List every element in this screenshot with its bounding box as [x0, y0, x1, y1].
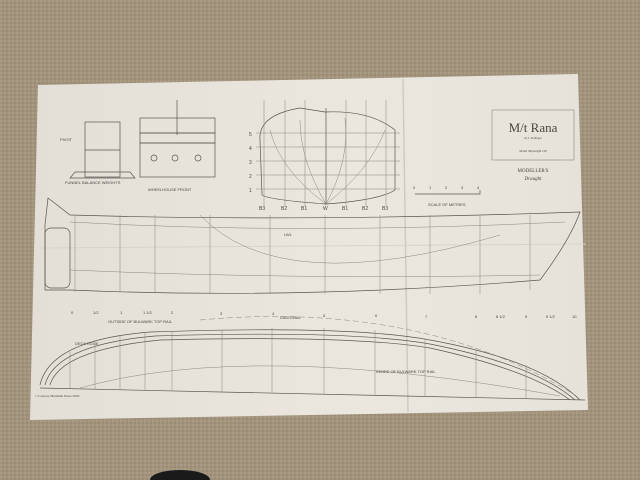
- plan-author: by J. Pottinger: [524, 136, 541, 140]
- plan-label: 2: [249, 174, 252, 180]
- plan-label: 9: [525, 314, 528, 319]
- paper-fold: [39, 243, 587, 249]
- funnel-drawing: PIVOT FUNNEL BALANCE WEIGHTS: [60, 121, 136, 185]
- plan-label: 4: [272, 311, 275, 316]
- plan-label: 2: [445, 185, 448, 190]
- plan-label: 1: [429, 185, 432, 190]
- logo-text: Draught: [524, 177, 543, 182]
- plan-label: 7: [425, 314, 428, 319]
- plan-label: 1 1/2: [143, 310, 153, 315]
- plan-label: 0: [413, 185, 416, 190]
- plan-label: 2: [171, 310, 174, 315]
- plan-label: 4: [477, 185, 480, 190]
- plan-label: 6: [375, 313, 378, 318]
- lwl-label: LWL: [284, 232, 293, 237]
- profile-plan: LWL: [44, 197, 581, 294]
- plan-label: 1: [249, 188, 252, 194]
- plan-label: 5: [249, 132, 252, 138]
- plan-label: B2: [281, 206, 287, 212]
- plan-label: 1: [120, 310, 123, 315]
- plan-label: W: [323, 206, 328, 212]
- plan-label: B3: [382, 206, 388, 212]
- plan-label: 9 1/2: [546, 314, 556, 319]
- plan-label: 8: [475, 314, 478, 319]
- plan-label: 0: [71, 310, 74, 315]
- deck-plan: DECK EDGE OUTSIDE OF BULWARK TOP RAIL DI…: [39, 315, 586, 401]
- pivot-label: PIVOT: [60, 137, 73, 142]
- station-numbers: 0 1/2 1 1 1/2 2 3 4 5 6 7 8 8 1/2 9 9 1/…: [71, 310, 577, 319]
- shoe: [150, 470, 210, 480]
- body-plan: 5 4 3 2 1 B3 B2 B1 W B1 B2 B3: [249, 100, 400, 212]
- plan-label: 3: [249, 160, 252, 166]
- plan-label: 5: [323, 313, 326, 318]
- logo-text: MODELLER'S: [518, 169, 549, 174]
- plan-label: 10: [572, 314, 577, 319]
- plan-reference: Model Shipwright 128: [519, 149, 547, 153]
- wheelhouse-label: WHEELHOUSE FRONT: [148, 187, 192, 192]
- plan-label: 4: [249, 146, 252, 152]
- wheelhouse-drawing: WHEELHOUSE FRONT: [139, 100, 216, 192]
- plan-label: 3: [220, 311, 223, 316]
- plan-label: 1/2: [93, 310, 99, 315]
- plan-label: B1: [342, 206, 348, 212]
- inside-bulwark-label: INSIDE OF BULWARK TOP RAIL: [376, 369, 436, 374]
- plan-label: B3: [259, 206, 265, 212]
- funnel-label: FUNNEL BALANCE WEIGHTS: [65, 180, 121, 185]
- plan-title: M/t Rana: [509, 120, 558, 135]
- plan-label: B2: [362, 206, 368, 212]
- outside-bulwark-label: OUTSIDE OF BULWARK TOP RAIL: [108, 319, 173, 324]
- paper-sheet: [30, 74, 588, 420]
- plan-label: 3: [461, 185, 464, 190]
- deck-edge-label: DECK EDGE: [75, 341, 99, 346]
- plan-label: B1: [301, 206, 307, 212]
- scale-label: SCALE OF METRES: [428, 202, 466, 207]
- copyright-text: ©Conway Maritime Press 2003: [35, 393, 80, 398]
- scale-bar: 0 1 2 3 4 SCALE OF METRES: [413, 185, 481, 207]
- plan-label: 8 1/2: [496, 314, 506, 319]
- diagonal-label: DIAGONAL: [280, 315, 301, 320]
- title-block: M/t Rana by J. Pottinger Model Shipwrigh…: [491, 109, 575, 182]
